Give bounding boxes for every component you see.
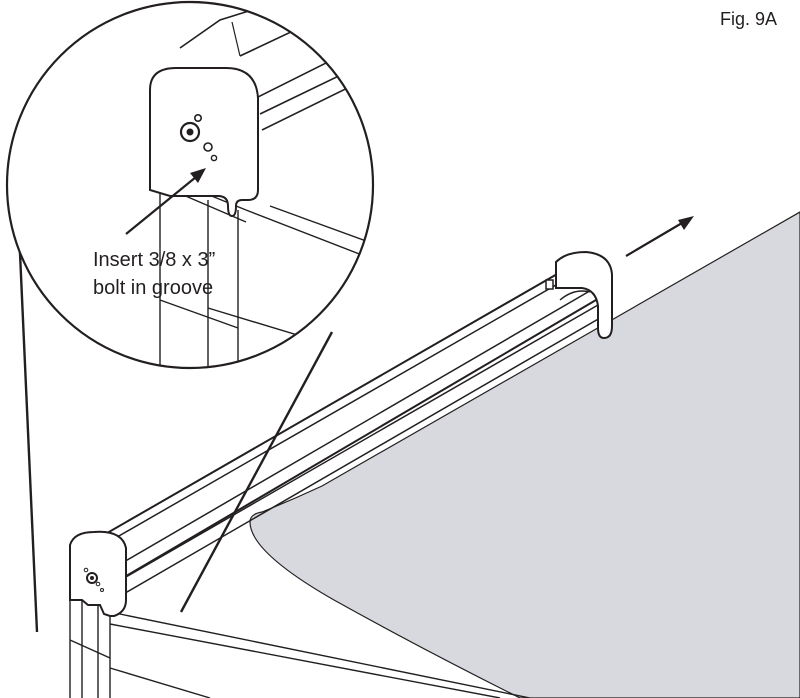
right-clip-icon [545,279,554,290]
right-end-cap [545,250,613,340]
zoom-end-cap [149,67,259,218]
frame-base [69,595,531,698]
direction-arrow-icon [625,216,694,257]
canopy-fabric [249,211,800,698]
callout-line-2: bolt in groove [93,277,214,299]
roller-bar [94,261,601,597]
groove-arrow-icon [125,168,206,235]
figure-label: Fig. 9A [720,9,778,29]
callout-line-1: Insert 3/8 x 3” [93,249,216,271]
bolt-instruction-callout: Insert 3/8 x 3” bolt in groove [93,246,293,302]
zoom-detail [5,0,375,370]
zoom-circle-outline [5,0,375,370]
left-end-cap [69,530,127,617]
